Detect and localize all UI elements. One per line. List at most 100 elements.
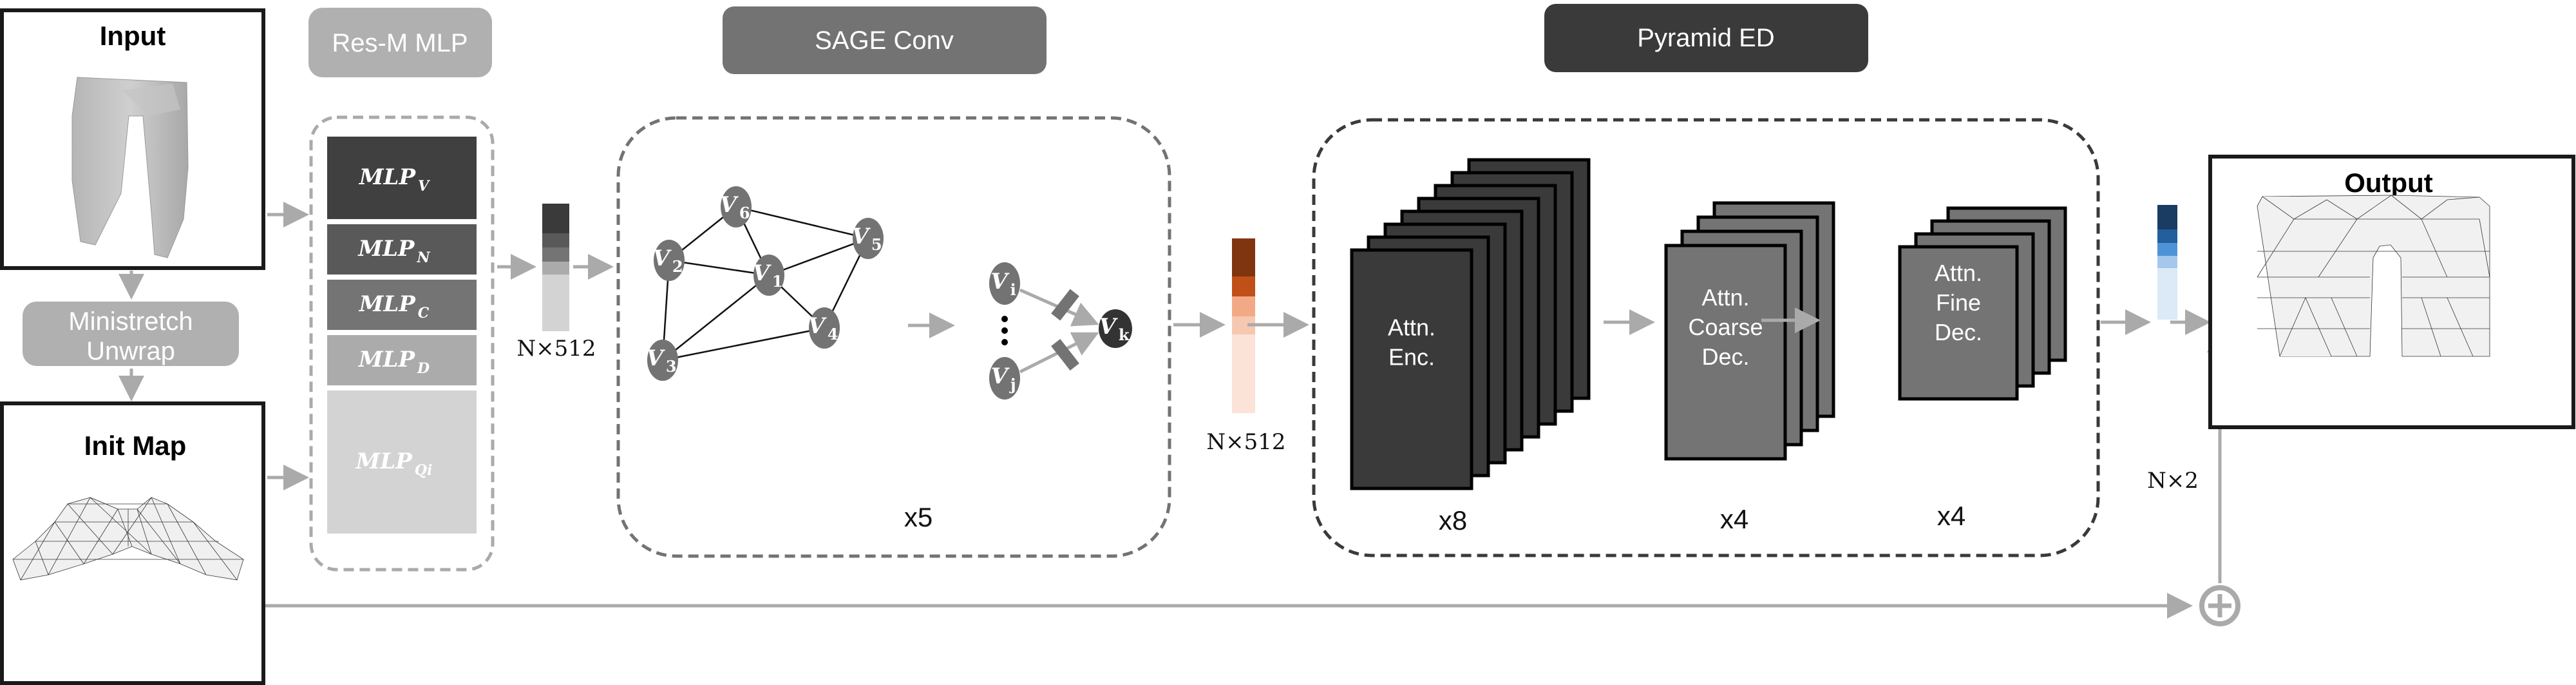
- res-m-mlp-header: Res-M MLP: [308, 8, 492, 77]
- ellipsis-dot: [1001, 339, 1008, 345]
- graph-node-v6: [721, 186, 752, 227]
- unwrap-label-line2: Unwrap: [86, 337, 175, 365]
- sage-conv-container: [616, 116, 1171, 558]
- pyramid-ed-header: Pyramid ED: [1544, 4, 1868, 72]
- fv-out-segment: [2157, 243, 2177, 256]
- input-title: Input: [100, 21, 166, 51]
- coarse-stack-label: Dec.: [1701, 343, 1749, 370]
- res-m-mlp-label: Res-M MLP: [332, 29, 468, 57]
- pants-3d-image: [71, 77, 189, 258]
- output-dim-label: N×2: [2147, 468, 2199, 494]
- ministretch-unwrap-box: Ministretch Unwrap: [23, 302, 239, 366]
- fine-repeat-label: x4: [1937, 501, 1965, 531]
- graph-node-v5: [853, 218, 884, 259]
- aggregation-target-node: [1099, 309, 1132, 348]
- residual-add-icon: [2199, 585, 2240, 626]
- aggregation-source-node-i: [989, 262, 1020, 305]
- ellipsis-dot: [1001, 316, 1008, 322]
- enc-stack-label: Attn.: [1388, 314, 1435, 340]
- graph-node-v3: [647, 340, 678, 381]
- feature-vector-res: [542, 204, 569, 331]
- output-uv-mesh: [2257, 195, 2490, 357]
- fine-stack-label: Fine: [1936, 289, 1981, 316]
- fv-sage-segment: [1232, 296, 1255, 316]
- mlp-block-d: [327, 335, 477, 385]
- pyramid-ed-container: [1312, 118, 2100, 557]
- output-panel: Output: [2208, 155, 2575, 429]
- sage-conv-label: SAGE Conv: [815, 26, 954, 55]
- fv-res-segment: [542, 262, 569, 275]
- fv-out-segment: [2157, 229, 2177, 243]
- input-panel: Input: [0, 8, 265, 270]
- aggregation-weight: [1051, 339, 1079, 371]
- init-map-panel: Init Map: [0, 401, 265, 685]
- fv-res-segment: [542, 247, 569, 262]
- mlp-block-qi: [327, 391, 477, 534]
- fv-sage-segment: [1232, 238, 1255, 276]
- graph-edge-v2-v1: [668, 259, 770, 276]
- fine-stack-layer: [1898, 245, 2019, 401]
- pyramid-ed-label: Pyramid ED: [1637, 24, 1774, 52]
- output-title: Output: [2344, 168, 2433, 198]
- sage-repeat-label: x5: [904, 502, 933, 532]
- feature-res-dim-label: N×512: [516, 336, 596, 362]
- fine-stack-label: Dec.: [1935, 319, 1982, 345]
- fv-res-segment: [542, 204, 569, 233]
- mlp-block-c: [327, 280, 477, 330]
- fv-res-segment: [542, 275, 569, 331]
- coarse-stack-layer: [1664, 244, 1787, 461]
- fv-sage-segment: [1232, 276, 1255, 296]
- attn-encoder-stack: Attn. Enc.: [1350, 158, 1591, 490]
- encoder-repeat-label: x8: [1439, 505, 1467, 535]
- graph-edge-v1-v3: [662, 275, 770, 361]
- feature-vector-sage: [1232, 238, 1255, 413]
- feature-sage-dim-label: N×512: [1206, 429, 1285, 455]
- mlp-block-n: [327, 224, 477, 275]
- enc-stack-label: Enc.: [1388, 343, 1435, 370]
- init-map-title: Init Map: [84, 430, 187, 461]
- ellipsis-dot: [1001, 327, 1008, 334]
- mlp-block-v: [327, 137, 477, 219]
- unwrap-label-line1: Ministretch: [68, 307, 193, 336]
- graph-node-v1: [753, 255, 784, 296]
- init-map-mesh: [12, 497, 244, 581]
- coarse-stack-label: Coarse: [1688, 314, 1763, 340]
- fine-stack-label: Attn.: [1935, 260, 1982, 286]
- fv-out-segment: [2157, 268, 2177, 320]
- graph-node-v4: [809, 307, 840, 349]
- graph-edge-v6-v5: [735, 206, 869, 240]
- coarse-repeat-label: x4: [1720, 504, 1748, 534]
- fv-out-segment: [2157, 256, 2177, 268]
- feature-vector-output: [2157, 205, 2177, 320]
- aggregation-source-node-j: [989, 357, 1020, 400]
- graph-node-v2: [654, 240, 685, 281]
- res-m-mlp-container: [309, 115, 495, 572]
- fv-sage-segment: [1232, 334, 1255, 413]
- aggregation-weight: [1051, 289, 1079, 321]
- coarse-stack-label: Attn.: [1701, 284, 1749, 311]
- sage-conv-header: SAGE Conv: [723, 6, 1046, 74]
- fv-res-segment: [542, 233, 569, 247]
- fv-out-segment: [2157, 205, 2177, 229]
- enc-stack-layer: [1350, 248, 1473, 490]
